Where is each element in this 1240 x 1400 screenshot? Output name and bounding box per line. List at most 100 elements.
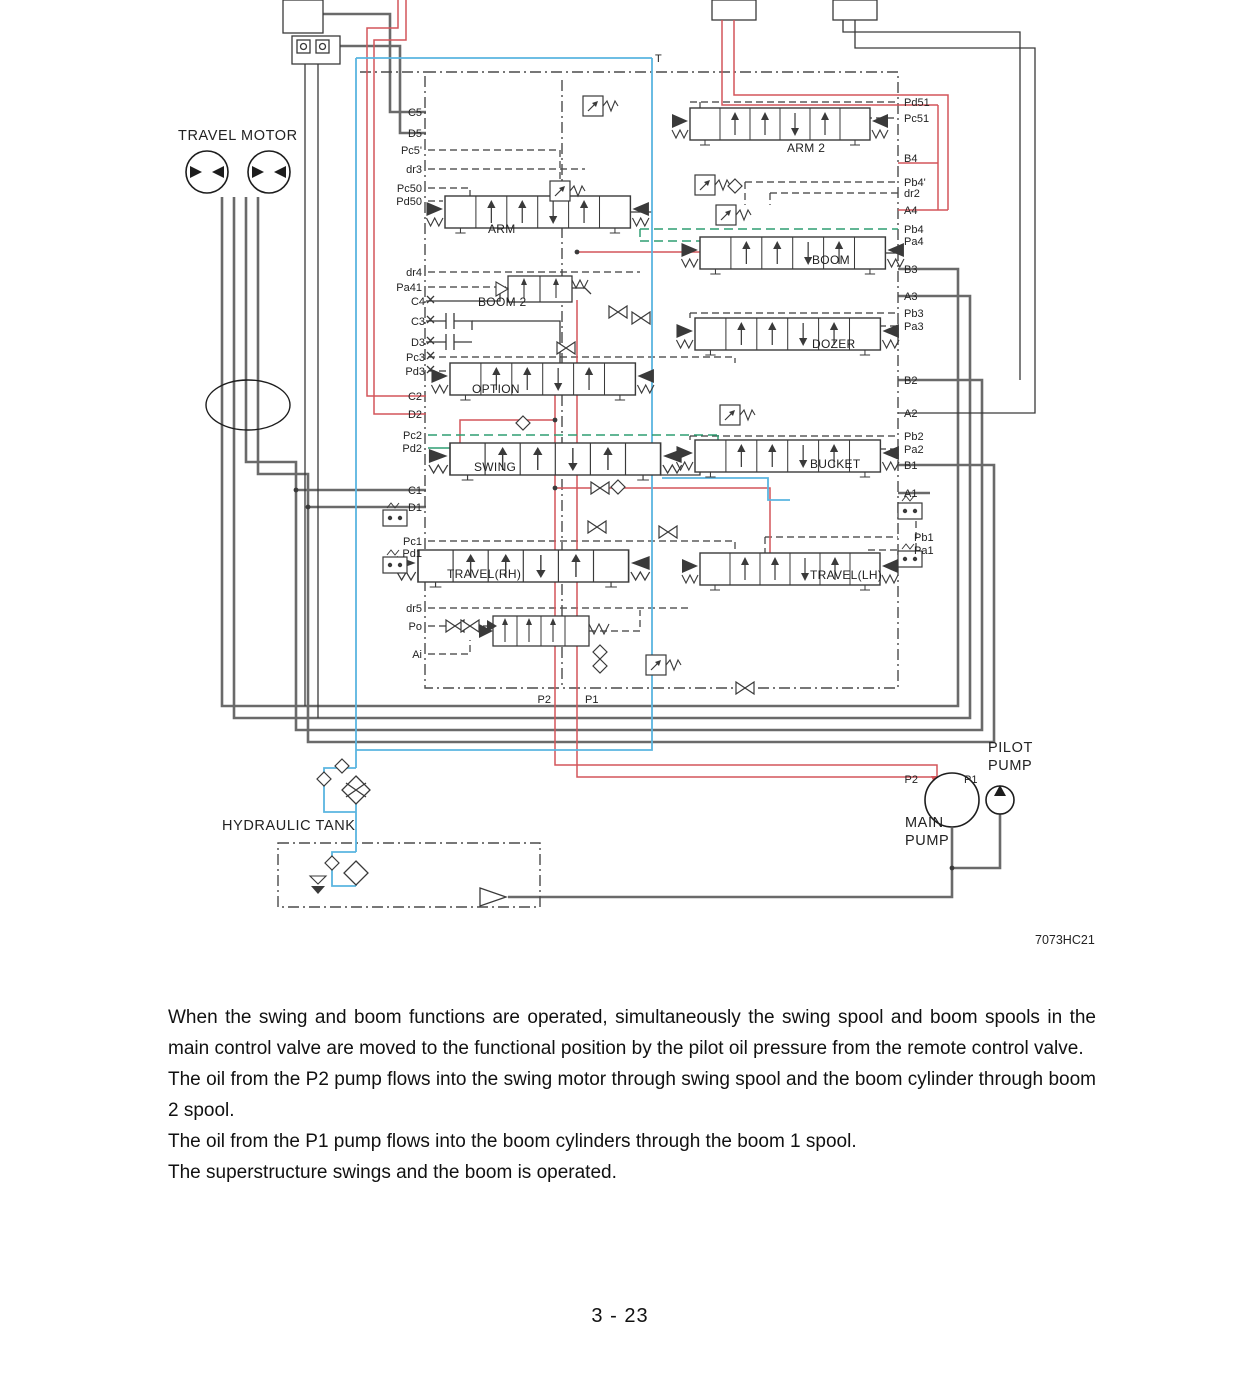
boom-valve-spool <box>680 236 905 275</box>
relief-valve <box>694 174 731 196</box>
description-text: When the swing and boom functions are op… <box>168 1002 1096 1188</box>
shutoff-valve <box>608 305 628 319</box>
pump-port-p1: P1 <box>964 774 977 786</box>
svg-text:Pb4: Pb4 <box>904 224 924 236</box>
svg-text:C5: C5 <box>408 107 422 119</box>
check-valve <box>727 178 743 194</box>
circuit-lines <box>282 0 1036 718</box>
tank-port-label: T <box>655 53 662 65</box>
left-port-labels: C5 D5 Pc5' dr3 Pc50 Pd50 dr4 Pa41 C4 C3 … <box>396 107 425 661</box>
svg-text:D2: D2 <box>408 409 422 421</box>
boom-valve-label: BOOM <box>812 253 850 267</box>
svg-text:Pa1: Pa1 <box>914 545 934 557</box>
components <box>185 95 1015 907</box>
right-port-labels: Pd51 Pc51 B4 Pb4' dr2 A4 Pb4 Pa4 B3 A3 P… <box>904 97 934 557</box>
swing-valve-spool <box>428 442 683 481</box>
shutoff-valve <box>631 311 651 325</box>
svg-text:Pc1: Pc1 <box>403 536 422 548</box>
svg-text:Pa3: Pa3 <box>904 321 924 333</box>
svg-text:Pa2: Pa2 <box>904 444 924 456</box>
diagram-labels: TRAVEL MOTOR HYDRAULIC TANK MAIN PUMP PI… <box>178 53 1095 947</box>
svg-text:Pb3: Pb3 <box>904 308 924 320</box>
svg-text:dr4: dr4 <box>406 267 422 279</box>
arm-valve-label: ARM <box>488 222 516 236</box>
svg-text:Pd2: Pd2 <box>402 443 422 455</box>
block-port-p1: P1 <box>585 694 598 706</box>
arm2-valve-label: ARM 2 <box>787 141 825 155</box>
check-valve <box>592 658 608 674</box>
swivel-joint <box>205 379 291 431</box>
junctions <box>293 249 955 871</box>
fluid-level-icon <box>308 875 328 885</box>
svg-text:B2: B2 <box>904 375 917 387</box>
relief-valve <box>719 404 756 426</box>
svg-text:B3: B3 <box>904 264 917 276</box>
arm2-valve-spool <box>671 107 889 146</box>
dozer-valve-label: DOZER <box>812 337 856 351</box>
svg-text:Pd3: Pd3 <box>405 366 425 378</box>
svg-text:A3: A3 <box>904 291 917 303</box>
svg-text:B4: B4 <box>904 153 917 165</box>
svg-text:Pc3: Pc3 <box>406 352 425 364</box>
bucket-valve-label: BUCKET <box>810 457 861 471</box>
check-valve <box>324 855 340 871</box>
work-port-lines <box>220 12 1002 899</box>
travel-motor-right-icon <box>247 150 291 194</box>
shutoff-valve <box>460 619 480 633</box>
shutoff-valve <box>735 681 755 695</box>
block-port-p2: P2 <box>538 694 551 706</box>
paragraph-4: The superstructure swings and the boom i… <box>168 1162 617 1183</box>
svg-text:A2: A2 <box>904 408 917 420</box>
shutoff-valve <box>658 525 678 539</box>
svg-text:Pc51: Pc51 <box>904 113 929 125</box>
svg-text:Pc2: Pc2 <box>403 430 422 442</box>
svg-text:dr2: dr2 <box>904 188 920 200</box>
relief-valve <box>715 204 752 226</box>
svg-text:C1: C1 <box>408 485 422 497</box>
travel-motor-label: TRAVEL MOTOR <box>178 128 298 144</box>
svg-text:Pb4': Pb4' <box>904 177 926 189</box>
pilot-pump-arrow <box>994 785 1006 796</box>
boom2-valve-label: BOOM 2 <box>478 295 527 309</box>
return-filter <box>341 775 371 886</box>
pilot-lines <box>428 101 917 655</box>
svg-text:B1: B1 <box>904 460 917 472</box>
svg-text:Po: Po <box>409 621 422 633</box>
check-valve <box>316 771 332 787</box>
option-valve-label: OPTION <box>472 382 520 396</box>
svg-text:Pd50: Pd50 <box>396 196 422 208</box>
main-pump-label-1: MAIN <box>905 815 944 831</box>
signal-valve-spool <box>479 615 610 647</box>
travel-rh-valve-label: TRAVEL(RH) <box>447 567 521 581</box>
relief-valve <box>645 654 682 676</box>
svg-text:Pd51: Pd51 <box>904 97 930 109</box>
boom2-valve-spool <box>495 275 589 303</box>
paragraph-3: The oil from the P1 pump flows into the … <box>168 1131 857 1152</box>
figure-code: 7073HC21 <box>1035 933 1095 947</box>
hydraulic-circuit-diagram: TRAVEL MOTOR HYDRAULIC TANK MAIN PUMP PI… <box>178 0 1095 947</box>
svg-text:D1: D1 <box>408 502 422 514</box>
swing-valve-label: SWING <box>474 460 516 474</box>
svg-text:Pc50: Pc50 <box>397 183 422 195</box>
svg-text:Pa4: Pa4 <box>904 236 924 248</box>
svg-text:D3: D3 <box>411 337 425 349</box>
main-pump-label-2: PUMP <box>905 833 949 849</box>
pilot-pump-label-2: PUMP <box>988 758 1032 774</box>
fluid-level-icon <box>311 886 325 894</box>
paragraph-1: When the swing and boom functions are op… <box>168 1007 1096 1059</box>
pump-port-p2: P2 <box>905 774 918 786</box>
svg-text:Pa41: Pa41 <box>396 282 422 294</box>
svg-text:C4: C4 <box>411 296 425 308</box>
main-pump-icon <box>924 772 980 828</box>
svg-text:D5: D5 <box>408 128 422 140</box>
svg-text:A4: A4 <box>904 205 917 217</box>
relief-valve <box>582 95 619 117</box>
flow-arrow <box>487 620 497 632</box>
check-valve <box>592 644 608 660</box>
bucket-valve-spool <box>675 439 900 478</box>
shutoff-valve <box>590 481 610 495</box>
svg-text:dr5: dr5 <box>406 603 422 615</box>
travel-motor-left-icon <box>185 150 229 194</box>
shutoff-valve <box>587 520 607 534</box>
